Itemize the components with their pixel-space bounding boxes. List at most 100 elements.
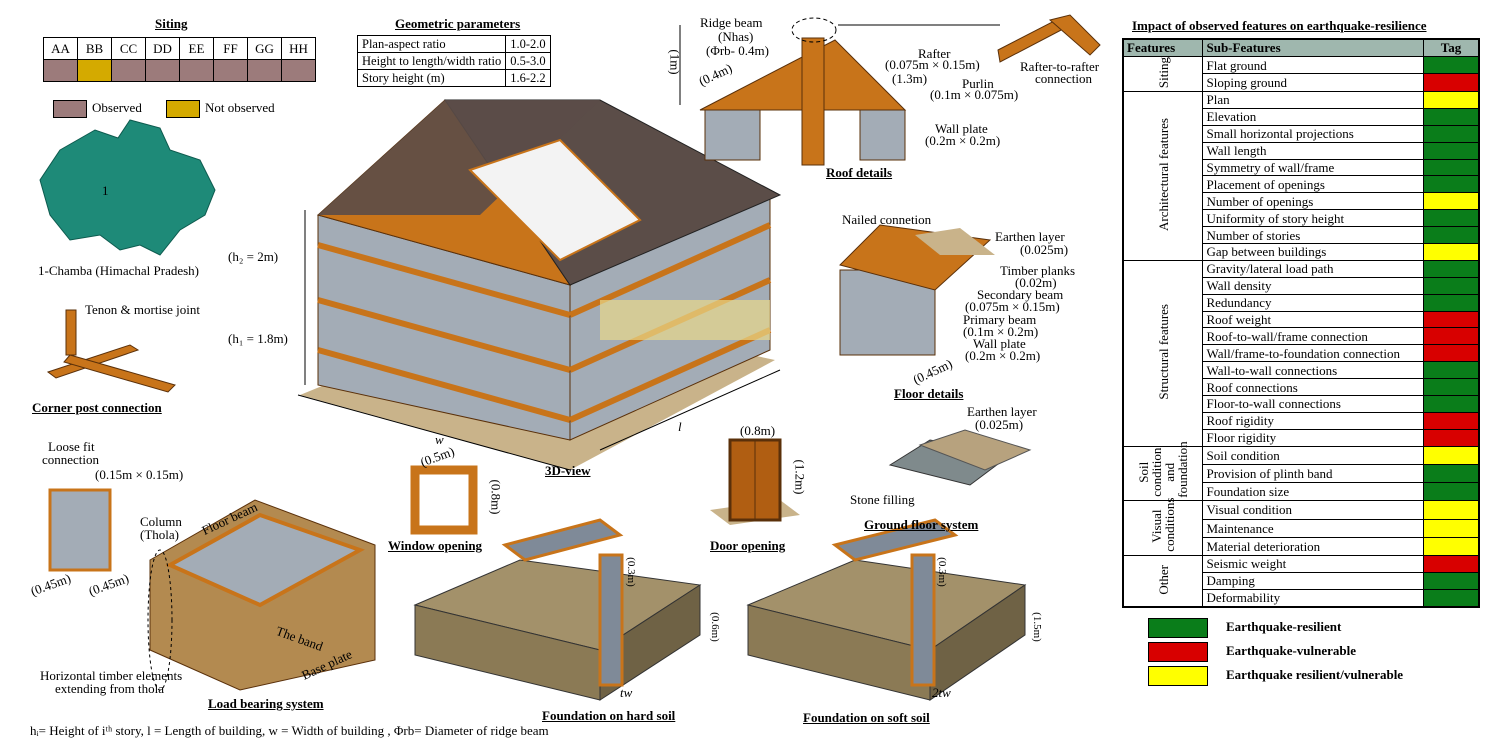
ground-title: Ground floor system xyxy=(864,517,979,532)
table-row: Floor-to-wall connections xyxy=(1123,395,1480,413)
door-title: Door opening xyxy=(710,538,786,553)
tag-cell xyxy=(1423,378,1480,396)
table-row: Maintenance xyxy=(1123,518,1480,538)
subfeature: Sloping ground xyxy=(1202,73,1424,92)
legend-swatch-mixed xyxy=(1148,666,1208,686)
table-row: Uniformity of story height xyxy=(1123,209,1480,228)
tag-cell xyxy=(1423,327,1480,346)
tag-cell xyxy=(1423,344,1480,363)
table-row: Number of stories xyxy=(1123,226,1480,244)
table-row: Roof rigidity xyxy=(1123,411,1480,430)
subfeature: Gravity/lateral load path xyxy=(1202,259,1424,278)
subfeature: Floor-to-wall connections xyxy=(1202,395,1424,413)
feature-group-label: Soil condition and foundation xyxy=(1136,441,1191,498)
tag-cell xyxy=(1423,518,1480,538)
subfeature: Seismic weight xyxy=(1202,555,1424,573)
subfeature: Soil condition xyxy=(1202,445,1424,465)
table-row: Structural features Gravity/lateral load … xyxy=(1122,259,1480,447)
subfeature: Provision of plinth band xyxy=(1202,463,1424,484)
geometric-param: Story height (m) xyxy=(356,69,507,87)
feature-group-label: Siting xyxy=(1155,56,1171,88)
roof-height-label: (1m) xyxy=(667,49,683,75)
subfeature: Wall-to-wall connections xyxy=(1202,361,1424,380)
feature-group-label: Other xyxy=(1155,564,1171,595)
subfeature: Plan xyxy=(1202,90,1424,109)
subfeature: Roof connections xyxy=(1202,378,1424,396)
nailed-label: Nailed connetion xyxy=(842,212,932,227)
nhas-label: (Nhas) xyxy=(718,29,754,44)
window-illustration xyxy=(410,465,478,535)
horizontal-label-2: extending from thola xyxy=(55,681,165,696)
siting-title: Siting xyxy=(155,16,188,31)
subfeature: Number of openings xyxy=(1202,192,1424,211)
observed-label: Observed xyxy=(92,100,142,115)
loose-label: Loose fit xyxy=(48,439,95,454)
tag-cell xyxy=(1423,73,1480,92)
table-row: Soil condition and foundation Soil condit… xyxy=(1122,441,1480,502)
corner-title: Corner post connection xyxy=(32,400,162,415)
h2-label: (h₂ = 2m) xyxy=(228,249,279,264)
subfeature: Wall density xyxy=(1202,276,1424,295)
table-row: Damping xyxy=(1123,571,1480,590)
ground-earthen-dim: (0.025m) xyxy=(975,417,1024,432)
tag-cell xyxy=(1423,361,1480,380)
hard-tw: tw xyxy=(620,685,633,700)
siting-code: BB xyxy=(77,37,112,60)
rafter-dim: (0.075m × 0.15m) xyxy=(885,57,980,72)
ridge-label: Ridge beam xyxy=(700,15,763,30)
subfeature: Visual condition xyxy=(1202,500,1424,520)
tag-cell xyxy=(1423,293,1480,312)
subfeature: Floor rigidity xyxy=(1202,428,1424,447)
table-row: Roof connections xyxy=(1123,378,1480,396)
corner-post-illustration xyxy=(46,309,176,393)
header-subfeatures: Sub-Features xyxy=(1202,38,1424,57)
subfeature: Maintenance xyxy=(1202,518,1424,538)
siting-status-cell xyxy=(247,59,282,82)
secondary-dim: (0.075m × 0.15m) xyxy=(965,299,1060,314)
tag-cell xyxy=(1423,500,1480,520)
subfeature: Gap between buildings xyxy=(1202,242,1424,261)
ground-earthen-label: Earthen layer xyxy=(967,404,1037,419)
impact-title: Impact of observed features on earthquak… xyxy=(1132,18,1427,33)
house-3d-illustration xyxy=(297,99,782,471)
roof-wallplate-label: Wall plate xyxy=(935,121,988,136)
connection-label: Rafter-to-rafter xyxy=(1020,59,1100,74)
planks-dim: (0.02m) xyxy=(1015,275,1057,290)
siting-code: AA xyxy=(43,37,78,60)
feature-group-label: Architectural features xyxy=(1155,117,1171,231)
foundation-hard-illustration xyxy=(413,518,702,701)
tag-cell xyxy=(1423,411,1480,430)
subfeature: Redundancy xyxy=(1202,293,1424,312)
subfeature: Material deterioration xyxy=(1202,536,1424,557)
tag-cell xyxy=(1423,124,1480,143)
table-row: Symmetry of wall/frame xyxy=(1123,158,1480,177)
tag-cell xyxy=(1423,158,1480,177)
subfeature: Elevation xyxy=(1202,107,1424,126)
window-title: Window opening xyxy=(388,538,483,553)
subfeature: Foundation size xyxy=(1202,482,1424,502)
load-title: Load bearing system xyxy=(208,696,324,711)
tag-cell xyxy=(1423,463,1480,484)
subfeature: Placement of openings xyxy=(1202,175,1424,194)
soft-depth: (1.5m) xyxy=(1030,612,1043,642)
table-row: Deformability xyxy=(1123,588,1480,608)
siting-code: CC xyxy=(111,37,146,60)
siting-status-cell xyxy=(281,59,316,82)
geometric-value: 0.5-3.0 xyxy=(505,52,551,70)
floor-title: Floor details xyxy=(894,386,964,401)
feature-group: Siting xyxy=(1122,55,1204,92)
siting-status-cell xyxy=(77,59,112,82)
tag-cell xyxy=(1423,555,1480,573)
tag-cell xyxy=(1423,192,1480,211)
feature-group-label: Structural features xyxy=(1155,303,1171,400)
siting-code: EE xyxy=(179,37,214,60)
h1-label: (h₁ = 1.8m) xyxy=(228,331,288,346)
horizontal-label: Horizontal timber elements xyxy=(40,668,183,683)
footnote: hᵢ= Height of iᵗʰ story, l = Length of b… xyxy=(30,723,549,738)
tag-cell xyxy=(1423,571,1480,590)
table-row: Other Seismic weight xyxy=(1122,555,1480,608)
table-row: Redundancy xyxy=(1123,293,1480,312)
tag-cell xyxy=(1423,259,1480,278)
